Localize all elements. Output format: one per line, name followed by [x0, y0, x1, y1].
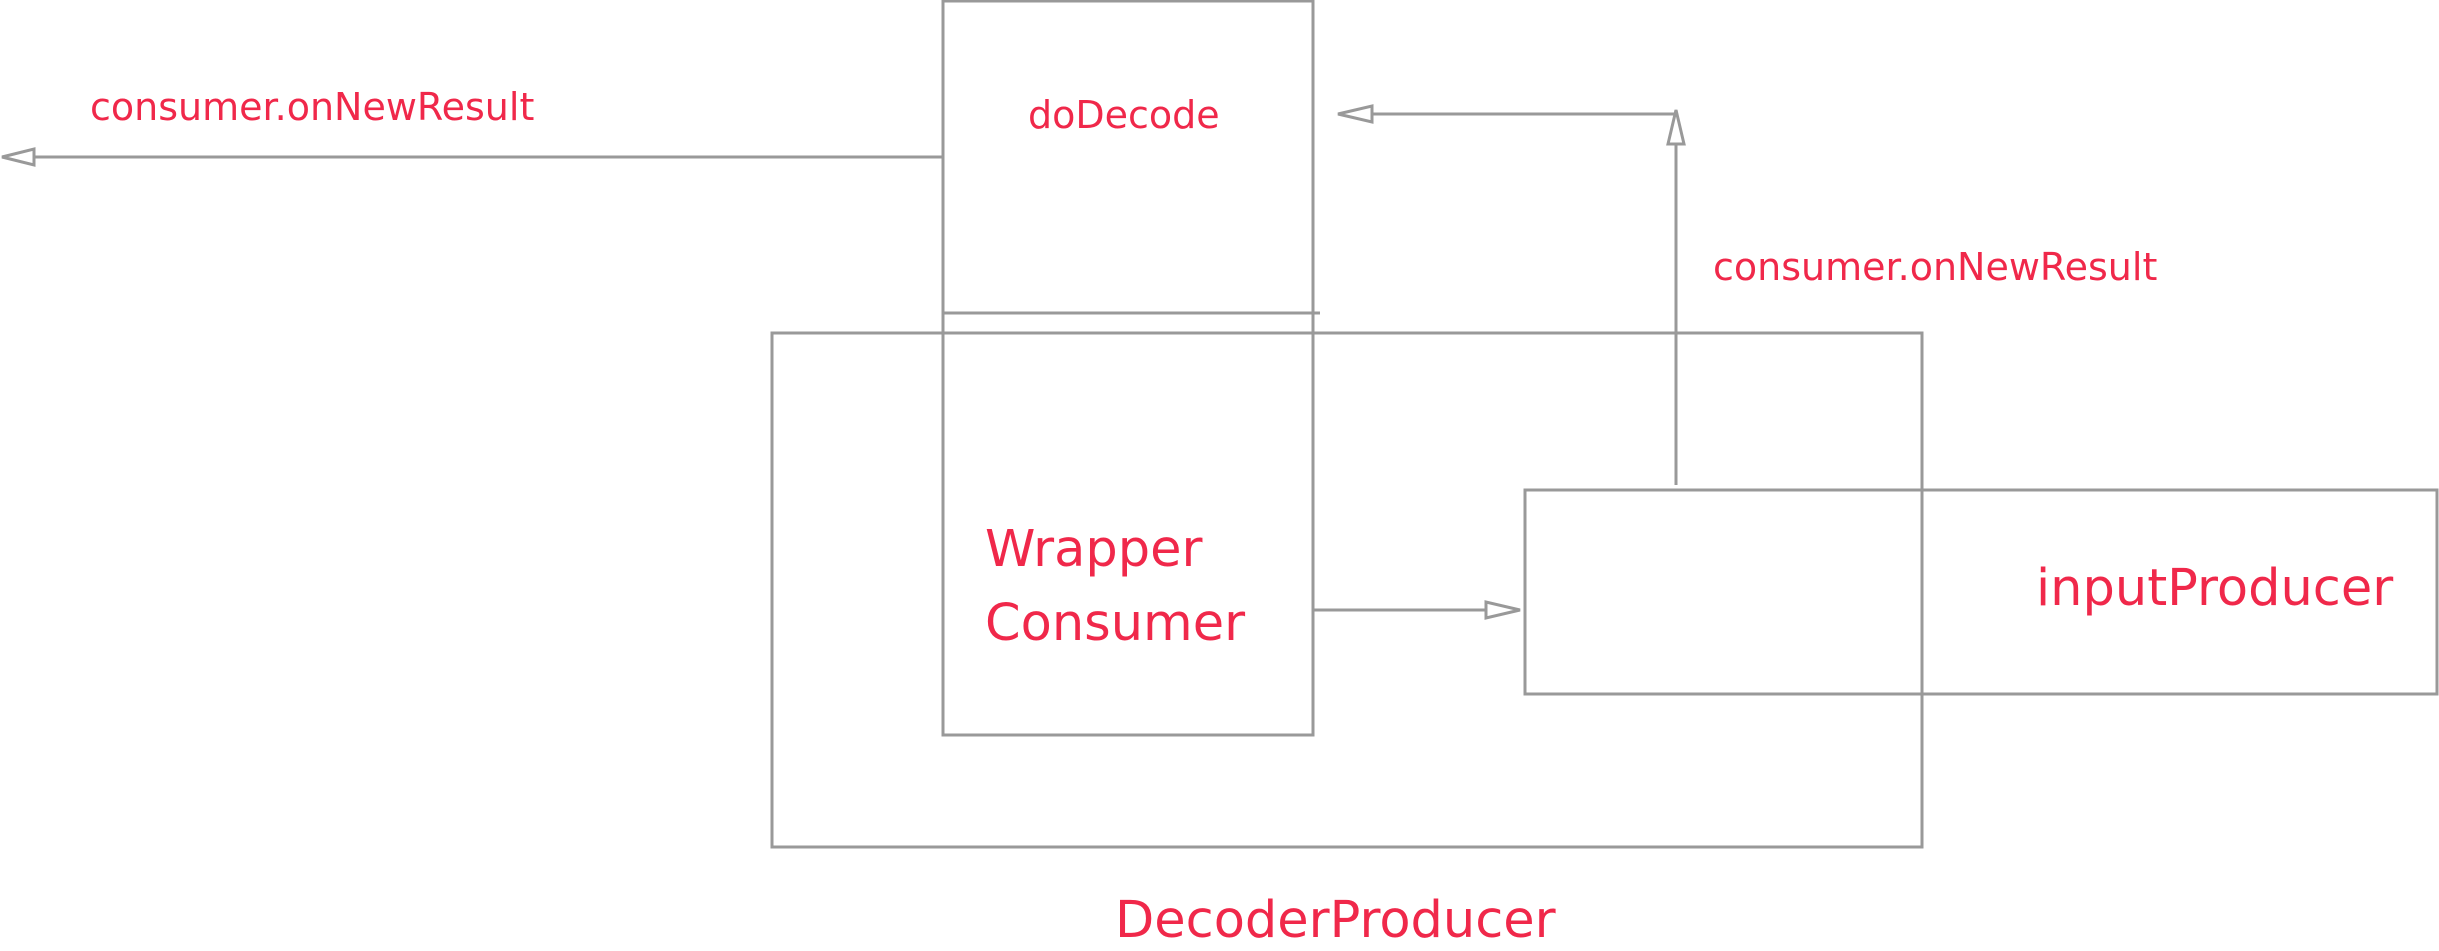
input-producer-box: [1523, 488, 2439, 696]
left-result-label: consumer.onNewResult: [90, 85, 535, 129]
decoder-producer-label: DecoderProducer: [1115, 891, 1556, 950]
wrapper-consumer-label-line1: Wrapper: [985, 520, 1203, 579]
wrapper-consumer-box: [941, 0, 1315, 737]
dodecode-arrowhead: [1337, 104, 1374, 124]
dodecode-label: doDecode: [1028, 93, 1220, 137]
wrapper-consumer-label: Wrapper Consumer: [985, 513, 1245, 661]
input-producer-label: inputProducer: [2036, 559, 2394, 618]
right-result-label: consumer.onNewResult: [1713, 245, 2158, 289]
left-result-arrowhead: [1, 147, 36, 167]
right-result-up-arrowhead: [1666, 109, 1686, 146]
wrapper-to-input-arrowhead: [1484, 600, 1521, 620]
wrapper-consumer-label-line2: Consumer: [985, 594, 1246, 653]
decoder-producer-box: [770, 331, 1924, 849]
